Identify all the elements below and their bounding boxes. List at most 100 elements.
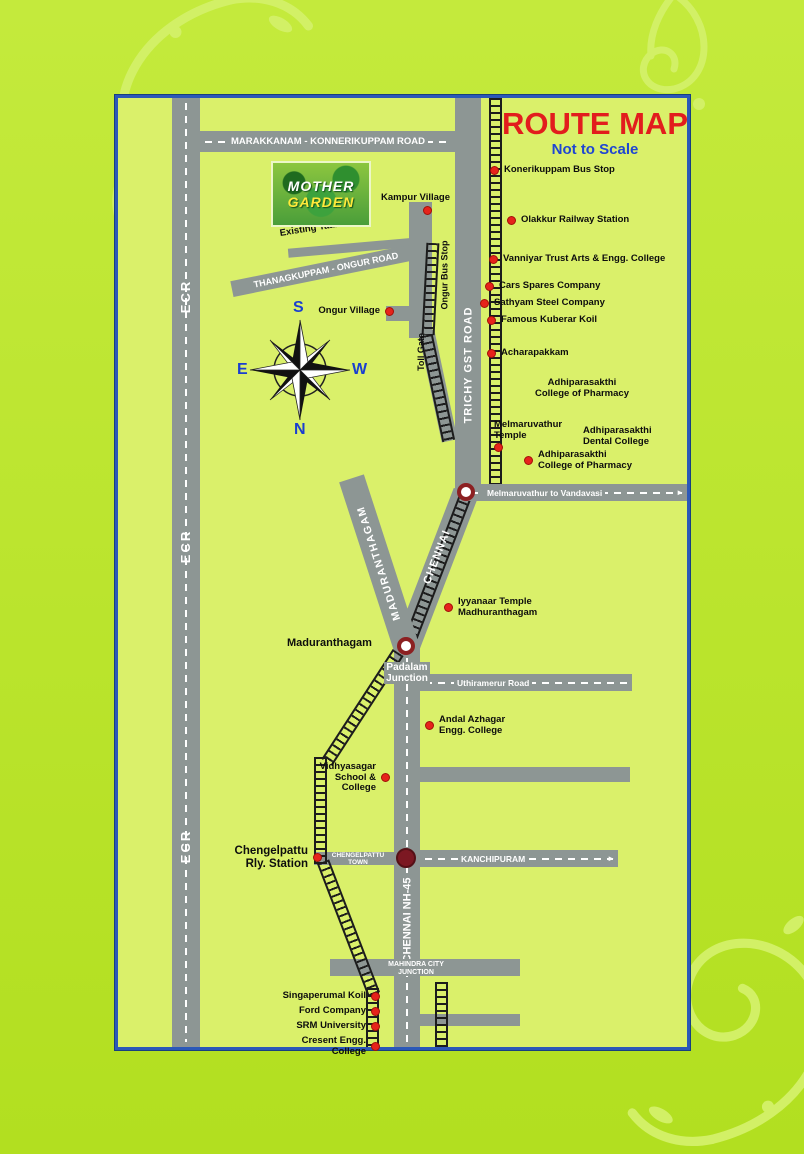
compass-rose-icon xyxy=(249,319,351,421)
map-marker: Adhiparasakthi College of Pharmacy xyxy=(520,377,644,399)
road-trichy-gst xyxy=(455,98,481,500)
marker-label: Andal Azhagar Engg. College xyxy=(439,714,506,736)
marker-dot xyxy=(381,773,390,783)
marker-label: Adhiparasakthi College of Pharmacy xyxy=(538,449,632,471)
road-label-text: ECR xyxy=(178,529,194,563)
marker-label: Iyyanaar Temple Madhuranthagam xyxy=(458,596,538,618)
marker-label: SRM University xyxy=(296,1020,366,1031)
road-label-ecr: ECR xyxy=(172,266,200,326)
compass-letter-east: E xyxy=(237,361,248,378)
railway-left-vertical xyxy=(314,757,327,864)
road-mahindra xyxy=(330,959,520,976)
road-label-ecr: ECR xyxy=(172,816,200,876)
road-centerline xyxy=(406,645,408,1042)
compass-letter-north: N xyxy=(294,421,306,438)
map-marker: Iyyanaar Temple Madhuranthagam xyxy=(444,596,538,618)
marker-dot xyxy=(524,456,533,466)
marker-label: Adhiparasakthi College of Pharmacy xyxy=(535,377,629,399)
railway-gst xyxy=(489,98,502,492)
map-marker: Chengelpattu Rly. Station xyxy=(232,845,322,871)
marker-dot xyxy=(494,443,503,453)
compass-letter-south: S xyxy=(293,299,304,316)
marker-label: Acharapakkam xyxy=(501,347,569,358)
marker-dot xyxy=(371,1021,380,1031)
compass-letter-west: W xyxy=(352,361,368,378)
road-label-text: Uthiramerur Road xyxy=(454,677,533,688)
page-title: ROUTE MAP xyxy=(502,106,688,141)
road-label-text: ECR xyxy=(178,279,194,313)
road-uthiramerur: Uthiramerur Road xyxy=(420,674,632,691)
map-marker: Maduranthagam xyxy=(287,637,372,649)
railway-bottom-left xyxy=(366,988,379,1047)
road-label-mahindra: MAHINDRA CITY JUNCTION xyxy=(388,961,444,976)
page-subtitle: Not to Scale xyxy=(551,141,639,158)
road-label-text: TRICHY GST ROAD xyxy=(462,306,475,424)
marker-dot xyxy=(489,254,498,264)
marker-label: Maduranthagam xyxy=(287,637,372,649)
map-marker: Adhiparasakthi College of Pharmacy xyxy=(524,449,632,471)
road-marakkanam: MARAKKANAM - KONNERIKUPPAM ROAD xyxy=(200,131,456,152)
map-marker: Vidhyasagar School & College xyxy=(316,761,390,794)
road-label-toll-gate: Toll Gate xyxy=(412,328,430,376)
map-marker: Singaperumal Koil xyxy=(280,990,380,1002)
marker-dot xyxy=(371,991,380,1001)
road-label-text: MARAKKANAM - KONNERIKUPPAM ROAD xyxy=(227,136,429,147)
road-label-text: Toll Gate xyxy=(416,333,426,371)
road-label-ecr: ECR xyxy=(172,516,200,576)
marker-label: Sathyam Steel Company xyxy=(494,297,605,308)
railway-bottom-right xyxy=(435,982,448,1047)
map-marker: Melmaruvathur Temple xyxy=(494,419,563,453)
road-nh45 xyxy=(394,640,420,1047)
map-marker: Famous Kuberar Koil xyxy=(487,314,598,326)
junction-melmaruvathur xyxy=(457,483,475,501)
marker-label: Ongur Village xyxy=(318,305,380,316)
road-kanchipuram: KANCHIPURAM ► xyxy=(420,850,618,867)
marker-label: Konerikuppam Bus Stop xyxy=(504,164,615,175)
marker-dot xyxy=(485,281,494,291)
map-marker: Adhiparasakthi Dental College xyxy=(583,425,652,447)
road-label-trichy-gst: TRICHY GST ROAD xyxy=(455,280,481,450)
marker-dot xyxy=(385,306,394,316)
marker-dot xyxy=(487,348,496,358)
marker-dot xyxy=(425,721,434,731)
map-marker: Cars Spares Company xyxy=(485,280,601,292)
map-marker: Cresent Engg. College xyxy=(266,1035,380,1057)
marker-dot xyxy=(313,853,322,863)
marker-label: Famous Kuberar Koil xyxy=(501,314,598,325)
map-marker: Andal Azhagar Engg. College xyxy=(425,714,506,736)
marker-label: Melmaruvathur Temple xyxy=(494,419,563,441)
map-marker: Olakkur Railway Station xyxy=(507,214,630,226)
mother-garden-logo: MOTHER GARDEN xyxy=(271,161,371,227)
marker-label: Kampur Village xyxy=(381,192,450,203)
arrow-right-icon: ► xyxy=(676,487,684,497)
road-chengelpattu-stub xyxy=(314,852,396,865)
marker-dot xyxy=(507,215,516,225)
marker-label: Vanniyar Trust Arts & Engg. College xyxy=(503,253,666,264)
road-centerline xyxy=(185,103,187,1042)
road-middle xyxy=(420,767,630,782)
junction-maduranthagam xyxy=(397,637,415,655)
map-marker: Kampur Village xyxy=(381,192,450,215)
marker-label: Olakkur Railway Station xyxy=(521,214,630,225)
marker-dot xyxy=(371,1006,380,1016)
map-marker: Ongur Village xyxy=(312,305,394,317)
road-label-text: Ongur Bus Stop xyxy=(439,240,449,310)
marker-label: Vidhyasagar School & College xyxy=(319,761,376,794)
marker-label: Ford Company xyxy=(298,1005,366,1016)
map-marker: SRM University xyxy=(280,1020,380,1032)
map-marker: Sathyam Steel Company xyxy=(480,297,605,309)
marker-label: Cars Spares Company xyxy=(499,280,601,291)
flourish-bottom-right xyxy=(627,915,804,1146)
logo-line2: GARDEN xyxy=(287,194,355,210)
map-marker: Vanniyar Trust Arts & Engg. College xyxy=(489,253,666,265)
road-label-padalam-junction: Padalam Junction xyxy=(384,662,430,684)
marker-label: Cresent Engg. College xyxy=(301,1035,366,1057)
marker-dot xyxy=(480,298,489,308)
marker-label: Adhiparasakthi Dental College xyxy=(583,425,652,447)
marker-dot xyxy=(490,165,499,175)
marker-dot xyxy=(487,315,496,325)
road-label-text: Melmaruvathur to Vandavasi xyxy=(484,487,606,498)
road-label-text: KANCHIPURAM xyxy=(458,853,529,864)
road-ecr xyxy=(172,98,200,1047)
